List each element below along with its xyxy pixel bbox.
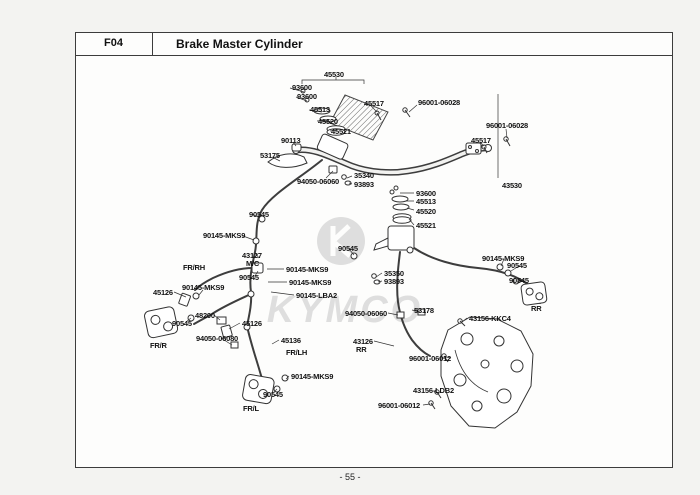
part-label: 90145-MKS9 (203, 231, 246, 240)
part-label: RR (356, 345, 367, 354)
code-box-divider (152, 32, 153, 55)
part-label: 96001-06028 (418, 98, 461, 107)
part-label: 90545 (239, 273, 259, 282)
part-label: 93600 (297, 92, 317, 101)
part-label: 93600 (292, 83, 312, 92)
part-label: FR/RH (183, 263, 205, 272)
part-label: FR/LH (286, 348, 308, 357)
part-label: 90545 (338, 244, 358, 253)
part-label: 90145-MKS9 (182, 283, 225, 292)
part-label: 45513 (310, 105, 330, 114)
part-label: 90545 (249, 210, 269, 219)
part-label: FR/L (243, 404, 259, 413)
leader-lines (173, 77, 523, 406)
part-label: 90545 (172, 319, 192, 328)
part-label: 53178 (414, 306, 434, 315)
part-label: M/C (246, 259, 260, 268)
part-label: 43127 (242, 251, 262, 260)
part-label: 96001-06012 (378, 401, 421, 410)
section-code: F04 (104, 37, 123, 49)
part-label: 45520 (318, 117, 338, 126)
part-label: 45517 (471, 136, 491, 145)
part-label: 35340 (354, 171, 374, 180)
part-label: 94050-06060 (345, 309, 388, 318)
part-label: 45520 (416, 207, 436, 216)
header-divider (75, 55, 673, 56)
part-label: 90145-MKS9 (286, 265, 329, 274)
part-label: 43530 (502, 181, 522, 190)
part-label: 43156-LDB2 (413, 386, 454, 395)
part-label: 45521 (331, 127, 351, 136)
part-label: 90145-MKS9 (289, 278, 332, 287)
part-label: 94050-06080 (196, 334, 239, 343)
part-label: 94050-06060 (297, 177, 340, 186)
part-label: 48200 (195, 311, 215, 320)
part-label: RR (531, 304, 542, 313)
part-label: 45513 (416, 197, 436, 206)
part-label: 93893 (384, 277, 404, 286)
page-title: Brake Master Cylinder (176, 37, 303, 51)
part-label: 90545 (509, 276, 529, 285)
part-label: 90545 (507, 261, 527, 270)
part-label: 43156-KKC4 (469, 314, 511, 323)
part-label: 90145-LBA2 (296, 291, 337, 300)
exploded-parts (144, 88, 548, 429)
kymco-watermark-text: KYMCO (267, 289, 423, 331)
part-label: 90113 (281, 136, 301, 145)
part-label: 45136 (281, 336, 301, 345)
part-label: 93600 (416, 189, 436, 198)
part-label: FR/R (150, 341, 167, 350)
part-label: 45126 (242, 319, 262, 328)
part-label: 96001-06028 (486, 121, 529, 130)
part-label: 90145-MKS9 (291, 372, 334, 381)
brake-hoses (193, 159, 541, 393)
part-label: 35350 (384, 269, 404, 278)
part-label: 43126 (353, 337, 373, 346)
part-label: 45530 (324, 70, 344, 79)
part-label: 96001-06012 (409, 354, 452, 363)
part-label: 45517 (364, 99, 384, 108)
part-label: 93893 (354, 180, 374, 189)
part-label: 53175 (260, 151, 280, 160)
page-number: - 55 - (339, 472, 361, 482)
part-label: 45126 (153, 288, 173, 297)
part-label: 90545 (263, 390, 283, 399)
part-label: 90145-MKS9 (482, 254, 525, 263)
part-label: 45521 (416, 221, 436, 230)
